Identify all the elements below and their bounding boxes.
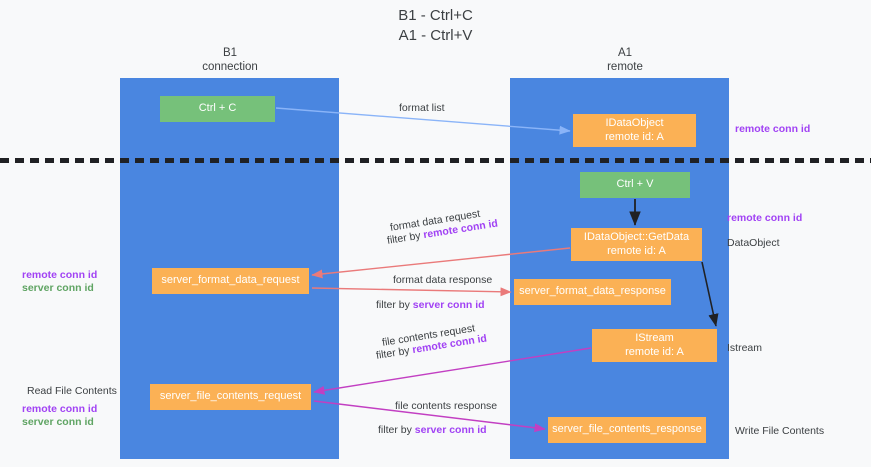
edge-label-format-data-response-filter: filter by server conn id — [376, 298, 485, 312]
edge-label-format-data-response: format data response — [393, 274, 493, 286]
node-ctrl-v-label: Ctrl + V — [616, 178, 654, 191]
side-label-write-file-contents: Write File Contents — [735, 425, 825, 437]
title-line-1: B1 - Ctrl+C — [398, 7, 473, 24]
edge-label-file-contents-response-filter: filter by server conn id — [378, 423, 487, 437]
side-label-read-file-contents: Read File Contents — [27, 385, 117, 397]
edge-label-format-list: format list — [399, 102, 445, 114]
side-label-server-conn-id-left-top: server conn id — [22, 282, 94, 294]
side-label-istream: Istream — [727, 342, 763, 354]
title-line-2: A1 - Ctrl+V — [398, 27, 473, 44]
connector-format-data-response — [311, 287, 512, 297]
side-label-remote-conn-id-left-bottom: remote conn id — [22, 403, 98, 415]
node-idataobject-getdata[interactable]: IDataObject::GetData remote id: A — [571, 228, 702, 261]
side-label-remote-conn-id-top: remote conn id — [735, 123, 811, 135]
column-b1-role: connection — [202, 61, 258, 73]
node-idataobject-title: IDataObject — [605, 117, 664, 129]
phase-divider — [0, 158, 871, 163]
node-server-format-data-request[interactable]: server_format_data_request — [152, 268, 309, 294]
column-header-a1: A1 remote — [510, 46, 740, 74]
node-idataobject[interactable]: IDataObject remote id: A — [573, 114, 696, 147]
filter-prefix: filter by — [378, 424, 415, 436]
node-istream-sub: remote id: A — [625, 345, 684, 358]
diagram-title: B1 - Ctrl+C A1 - Ctrl+V — [0, 6, 871, 46]
node-server-file-contents-request[interactable]: server_file_contents_request — [150, 384, 311, 410]
node-ctrl-c[interactable]: Ctrl + C — [160, 96, 275, 122]
column-header-b1: B1 connection — [120, 46, 340, 74]
node-istream-title: IStream — [635, 332, 674, 344]
node-server-file-contents-response-label: server_file_contents_response — [552, 423, 702, 436]
node-server-format-data-response-label: server_format_data_response — [519, 285, 666, 298]
column-a1-role: remote — [607, 61, 643, 73]
node-getdata-sub: remote id: A — [607, 244, 666, 257]
column-a1-name: A1 — [617, 47, 633, 59]
column-b1-name: B1 — [222, 47, 238, 59]
node-istream[interactable]: IStream remote id: A — [592, 329, 717, 362]
node-ctrl-c-label: Ctrl + C — [198, 102, 237, 115]
side-label-data-object: DataObject — [727, 237, 780, 249]
node-ctrl-v[interactable]: Ctrl + V — [580, 172, 690, 198]
filter-server-conn-id: server conn id — [412, 299, 485, 311]
node-server-format-data-request-label: server_format_data_request — [161, 274, 300, 287]
node-server-file-contents-response[interactable]: server_file_contents_response — [548, 417, 706, 443]
filter-server-conn-id: server conn id — [414, 424, 487, 436]
filter-prefix: filter by — [376, 299, 413, 311]
node-server-format-data-response[interactable]: server_format_data_response — [514, 279, 671, 305]
node-server-file-contents-request-label: server_file_contents_request — [159, 390, 302, 403]
side-label-remote-conn-id-getdata: remote conn id — [727, 212, 803, 224]
node-idataobject-sub: remote id: A — [605, 130, 664, 143]
side-label-server-conn-id-left-bottom: server conn id — [22, 416, 94, 428]
edge-label-file-contents-response: file contents response — [395, 400, 498, 412]
side-label-remote-conn-id-left-top: remote conn id — [22, 269, 98, 281]
node-getdata-title: IDataObject::GetData — [583, 231, 690, 243]
filter-prefix: filter by — [375, 344, 414, 362]
